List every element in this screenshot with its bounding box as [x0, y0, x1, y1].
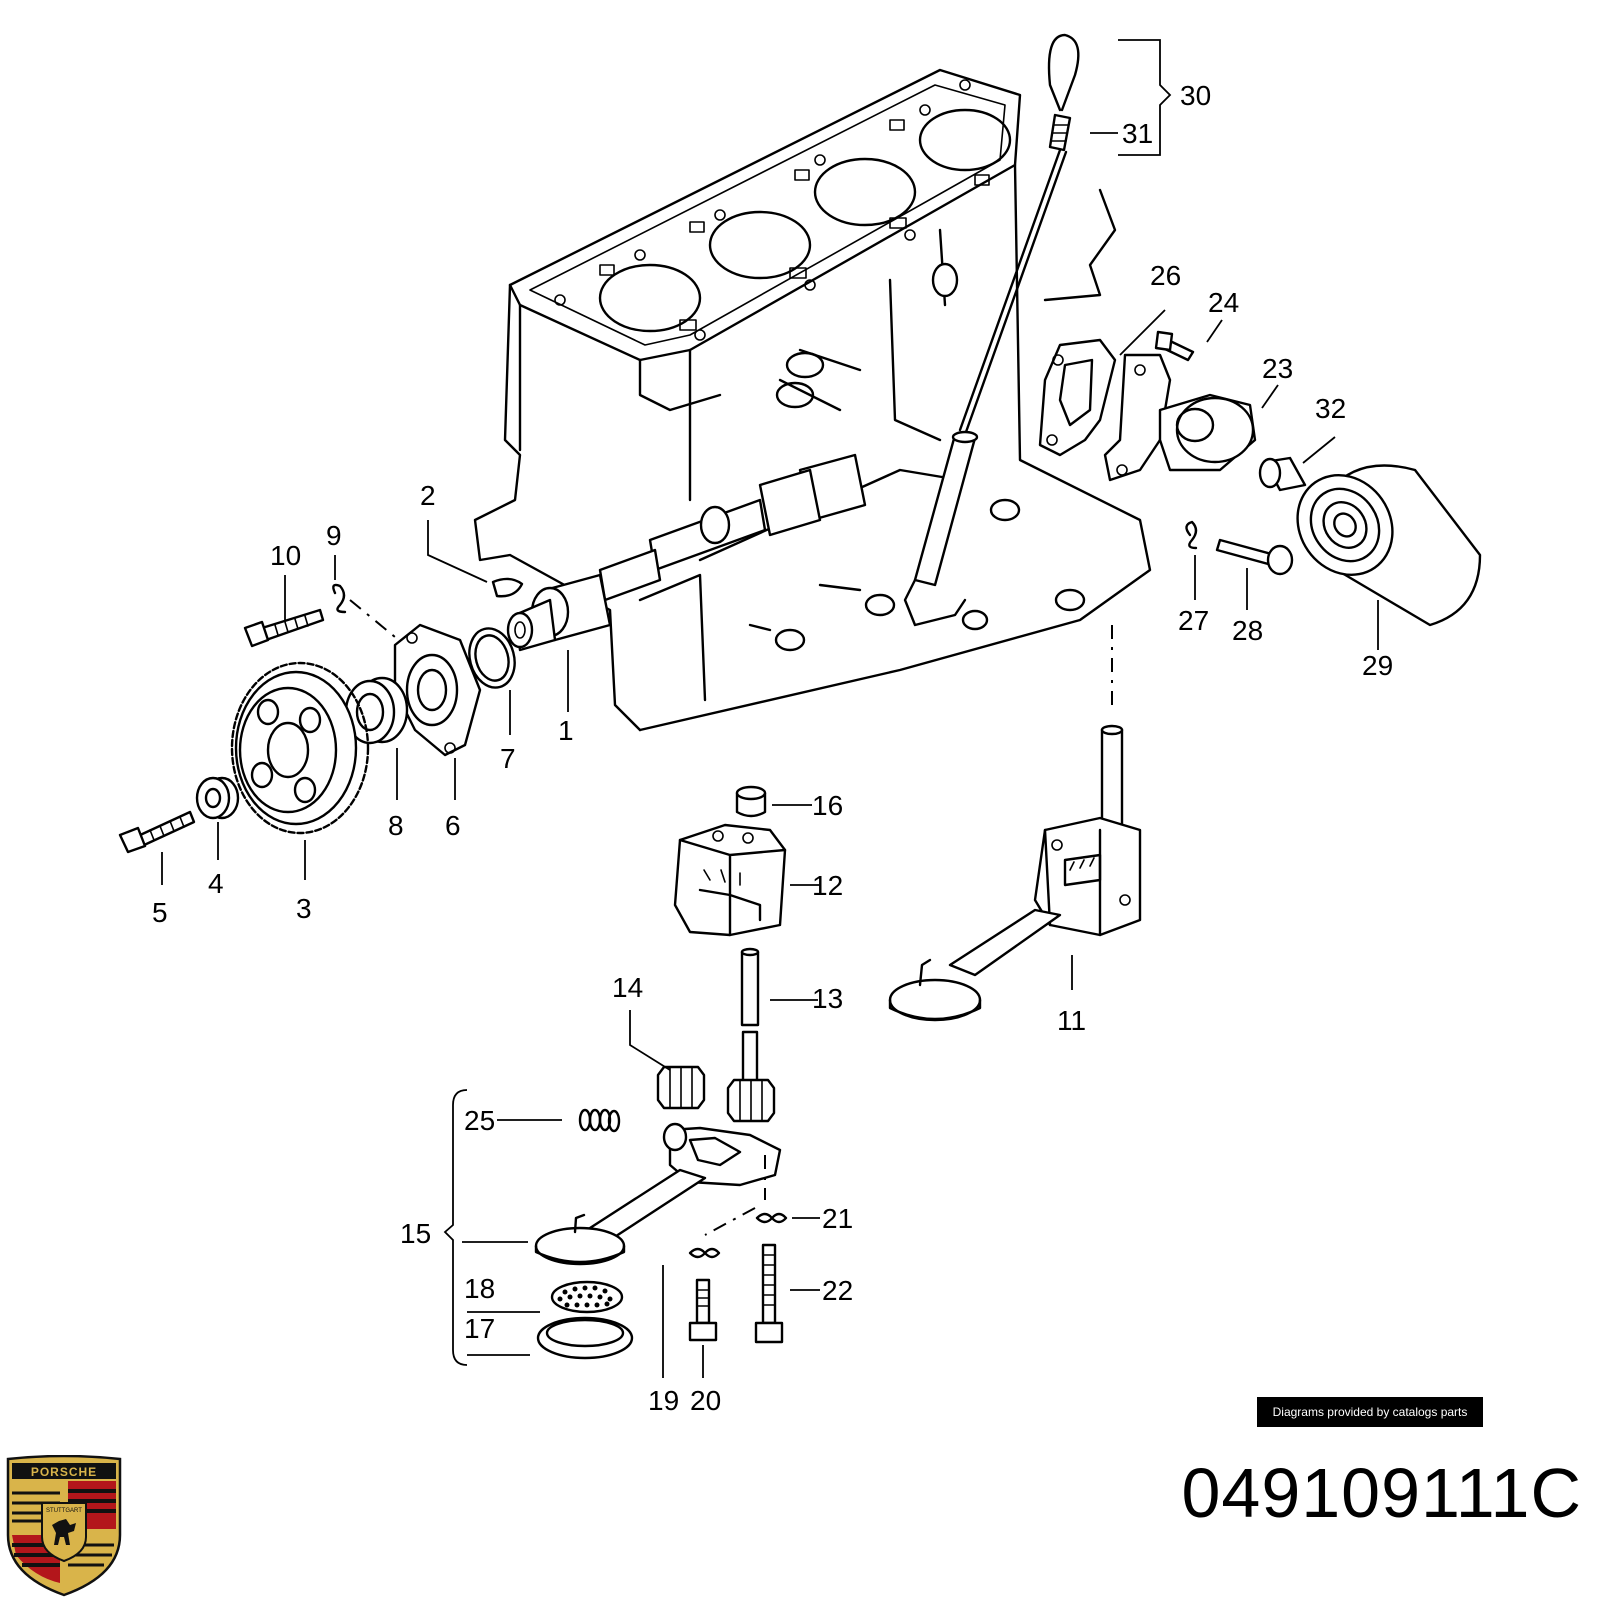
part-28-bolt — [1215, 538, 1294, 576]
callout-9: 9 — [326, 520, 342, 551]
part-22-bolt — [754, 1243, 784, 1344]
part-25-spring — [578, 1108, 621, 1133]
part-12-pump-housing — [673, 823, 787, 937]
engine-block — [473, 68, 1152, 732]
callout-28: 28 — [1232, 615, 1263, 646]
callout-31: 31 — [1122, 118, 1153, 149]
callout-30: 30 — [1180, 80, 1211, 111]
part-15-pump-cover-pickup — [534, 1122, 782, 1266]
callout-16: 16 — [812, 790, 843, 821]
callout-17: 17 — [464, 1313, 495, 1344]
intermediate-shaft — [598, 453, 867, 602]
part-16-cap — [735, 785, 767, 818]
callout-19: 19 — [648, 1385, 679, 1416]
porsche-crest-logo: PORSCHE STUTTGART — [6, 1455, 122, 1597]
callout-10: 10 — [270, 540, 301, 571]
part-23-filter-bracket — [1103, 353, 1257, 482]
callout-23: 23 — [1262, 353, 1293, 384]
callout-20: 20 — [690, 1385, 721, 1416]
part-10-bolt — [243, 608, 325, 648]
callout-13: 13 — [812, 983, 843, 1014]
part-6-flange-housing — [393, 623, 482, 757]
part-19-clip — [688, 1247, 721, 1259]
part-29-oil-filter — [1296, 464, 1482, 627]
callout-32: 32 — [1315, 393, 1346, 424]
part-26-gasket — [1038, 338, 1117, 457]
part-number: 049109111C — [1181, 1454, 1582, 1532]
part-4-washer — [195, 776, 240, 820]
part-18-strainer-screen — [550, 1280, 624, 1314]
part-27-clip — [1185, 520, 1198, 550]
callout-21: 21 — [822, 1203, 853, 1234]
part-1-shaft-flange — [506, 573, 612, 652]
part-9-clip — [332, 583, 347, 614]
callout-14: 14 — [612, 972, 643, 1003]
callout-3: 3 — [296, 893, 312, 924]
part-11-oil-pump-assembly — [888, 625, 1142, 1022]
callout-4: 4 — [208, 868, 224, 899]
callout-5: 5 — [152, 897, 168, 928]
callout-8: 8 — [388, 810, 404, 841]
callout-6: 6 — [445, 810, 461, 841]
callout-26: 26 — [1150, 260, 1181, 291]
callout-25: 25 — [464, 1105, 495, 1136]
part-8-seal — [344, 676, 409, 745]
callout-1: 1 — [558, 715, 574, 746]
part-5-bolt — [118, 810, 196, 854]
callout-numbers: 1 2 3 4 5 6 7 8 9 10 11 12 13 14 15 16 1… — [152, 80, 1393, 1416]
part-13-pump-shaft — [740, 947, 760, 1084]
part-31-dipstick-seal — [1048, 113, 1072, 152]
leader-lines — [161, 39, 1379, 1378]
crest-wordmark: PORSCHE — [31, 1465, 97, 1479]
crest-city-label: STUTTGART — [46, 1508, 82, 1514]
part-32-threaded-nipple — [1258, 456, 1307, 492]
diagram-credit-badge: Diagrams provided by catalogs parts — [1257, 1397, 1483, 1427]
callout-7: 7 — [500, 743, 516, 774]
callout-22: 22 — [822, 1275, 853, 1306]
part-2-woodruff-key — [491, 577, 524, 598]
part-3-sprocket — [230, 661, 370, 835]
callout-24: 24 — [1208, 287, 1239, 318]
callout-29: 29 — [1362, 650, 1393, 681]
callout-12: 12 — [812, 870, 843, 901]
callout-15: 15 — [400, 1218, 431, 1249]
callout-27: 27 — [1178, 605, 1209, 636]
callout-11: 11 — [1057, 1005, 1086, 1036]
part-17-retaining-ring — [536, 1316, 634, 1360]
part-14-pump-gear — [656, 1065, 776, 1123]
callout-18: 18 — [464, 1273, 495, 1304]
callout-2: 2 — [420, 480, 436, 511]
part-24-bolt — [1154, 330, 1195, 362]
dipstick-tube — [903, 430, 979, 627]
part-20-bolt — [688, 1278, 718, 1342]
part-21-clip — [755, 1212, 788, 1224]
part-30-dipstick — [958, 33, 1080, 434]
